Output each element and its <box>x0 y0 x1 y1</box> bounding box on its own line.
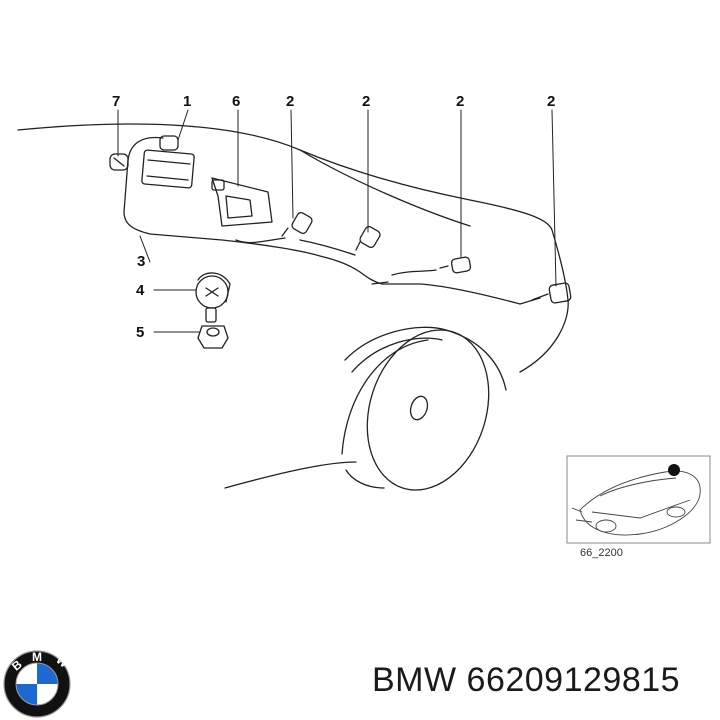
car-lower-body-line <box>224 461 357 489</box>
leader-lines <box>117 109 557 333</box>
sensor-part-2a <box>281 212 313 237</box>
wiring-harness <box>123 136 541 305</box>
callout-2-fourth: 2 <box>547 93 555 110</box>
wheel-arch-inner <box>351 337 443 373</box>
location-thumbnail <box>566 455 711 544</box>
callout-2-first: 2 <box>286 93 294 110</box>
brand-name: BMW <box>372 661 457 699</box>
rear-wheel <box>341 329 490 491</box>
harness-branch <box>235 237 437 285</box>
sensor-part-2d <box>531 282 572 304</box>
callout-5: 5 <box>136 324 144 341</box>
sensor-part-2c <box>439 256 472 274</box>
grommet-part-7 <box>109 153 129 171</box>
location-marker <box>668 464 680 476</box>
callout-7: 7 <box>112 93 120 110</box>
part-label: BMW 66209129815 <box>372 661 680 700</box>
car-roof-line <box>17 123 569 373</box>
callout-2-second: 2 <box>362 93 370 110</box>
nut-part-5 <box>197 325 229 349</box>
callout-1: 1 <box>183 93 191 110</box>
bracket-part-6 <box>211 177 273 227</box>
callout-4: 4 <box>136 282 145 299</box>
callout-6: 6 <box>232 93 240 110</box>
sensor-part-2b <box>355 226 381 251</box>
part-number: 66209129815 <box>466 661 681 699</box>
bolt <box>205 307 217 323</box>
control-unit-part-1 <box>141 135 195 189</box>
callout-2-third: 2 <box>456 93 464 110</box>
thumbnail-caption: 66_2200 <box>580 547 623 559</box>
callout-3: 3 <box>137 253 145 270</box>
logo-letter-m: M <box>32 650 42 664</box>
car-roof-inner-line <box>299 149 471 227</box>
holder-part-4 <box>195 272 231 309</box>
bmw-logo-icon: B M W <box>3 650 72 718</box>
